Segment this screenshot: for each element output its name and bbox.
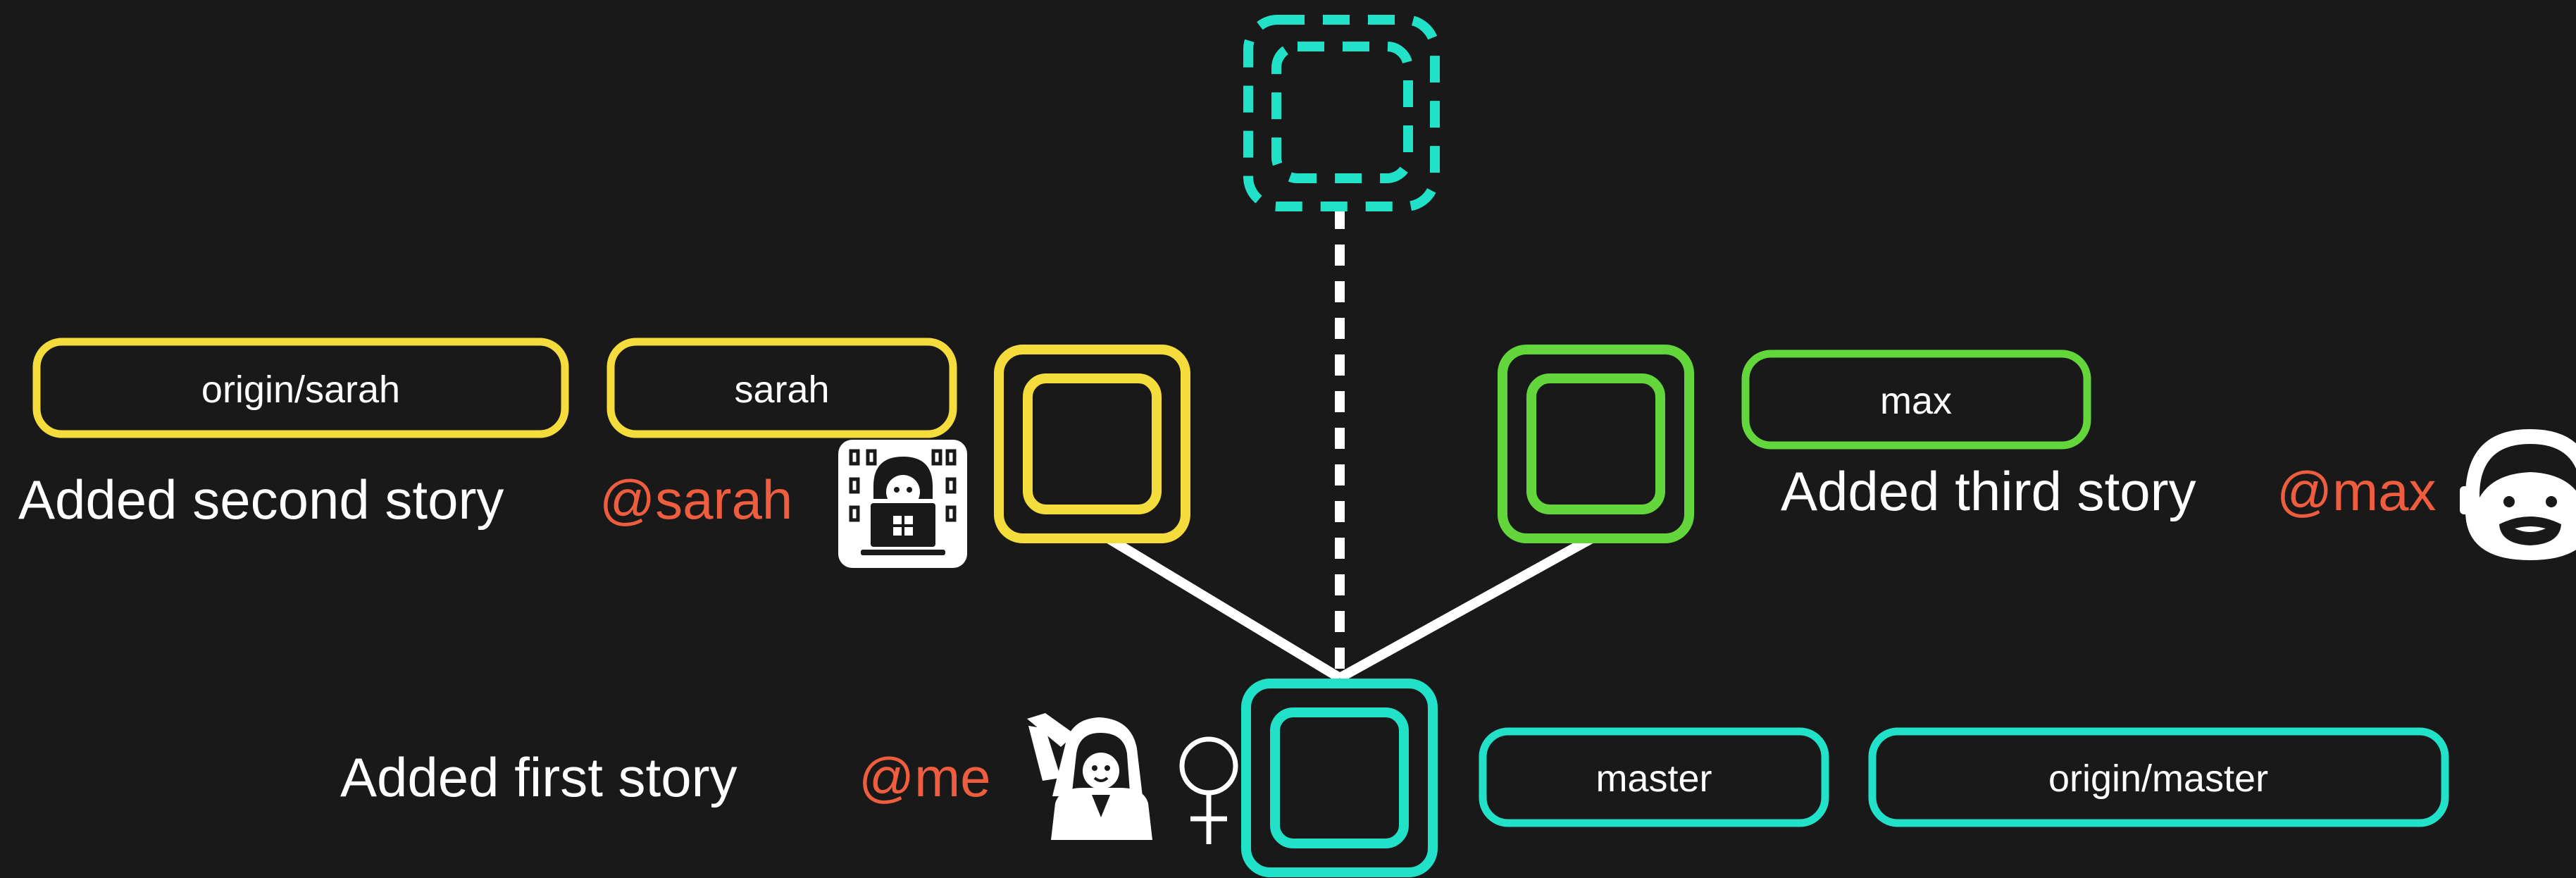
branch-label-text: sarah: [734, 369, 829, 411]
commit-node-master[interactable]: [1241, 679, 1438, 877]
commit-node-sarah[interactable]: [994, 345, 1190, 543]
woman-raising-hand-icon: [1027, 713, 1152, 840]
commit-message-first: Added first story: [340, 746, 738, 808]
female-sign-icon: [1179, 736, 1238, 844]
branch-label-text: origin/sarah: [201, 369, 400, 411]
commit-message-second: Added second story: [18, 469, 504, 531]
branch-label-origin-master[interactable]: origin/master: [1868, 727, 2449, 827]
commit-message-third: Added third story: [1781, 460, 2196, 522]
commit-author-max: @max: [2277, 460, 2437, 522]
commit-author-me: @me: [859, 746, 991, 808]
bearded-man-icon: [2460, 429, 2576, 560]
branch-label-text: master: [1595, 758, 1712, 800]
pending-commit-node: [1243, 15, 1440, 211]
commit-author-sarah: @sarah: [599, 469, 792, 531]
branch-label-sarah[interactable]: sarah: [606, 338, 957, 438]
branch-label-origin-sarah[interactable]: origin/sarah: [32, 338, 569, 438]
edge-sarah-commit-to-master: [1107, 535, 1343, 682]
branch-label-text: origin/master: [2048, 758, 2268, 800]
branch-label-master[interactable]: master: [1479, 727, 1829, 827]
edge-max-commit-to-master: [1337, 534, 1593, 683]
branch-label-max[interactable]: max: [1741, 350, 2091, 450]
branch-label-text: max: [1880, 380, 1952, 422]
commit-node-max[interactable]: [1498, 345, 1694, 543]
woman-technologist-icon: [838, 440, 967, 568]
